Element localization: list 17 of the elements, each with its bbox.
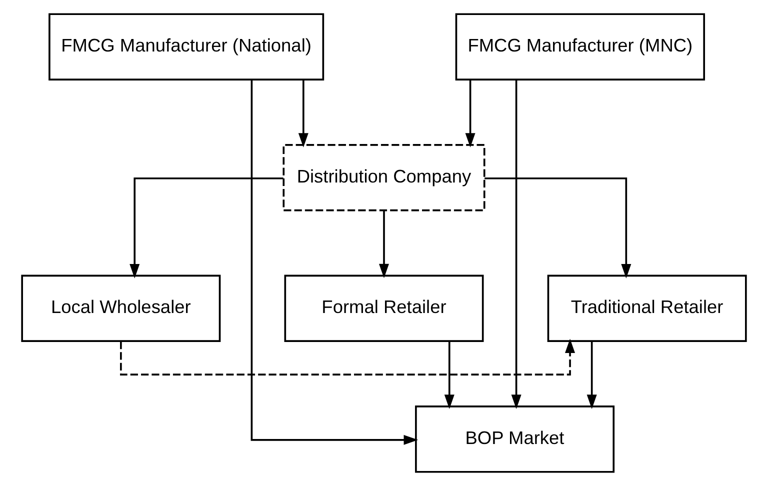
node-box: BOP Market: [415, 406, 615, 473]
arrow: [444, 341, 454, 409]
node-box: FMCG Manufacturer (MNC): [455, 13, 706, 80]
arrow: [586, 341, 597, 409]
arrow: [465, 80, 476, 148]
arrow: [484, 177, 632, 278]
node-box: Distribution Company: [282, 144, 486, 212]
node-box: Formal Retailer: [284, 274, 484, 342]
arrow: [298, 80, 308, 148]
arrow: [250, 80, 418, 445]
node-box: Local Wholesaler: [21, 274, 221, 342]
node-box: Traditional Retailer: [547, 274, 747, 342]
arrow: [378, 210, 390, 278]
arrow: [130, 177, 284, 278]
arrow: [120, 338, 576, 376]
arrow: [511, 80, 522, 409]
node-box: FMCG Manufacturer (National): [48, 13, 324, 80]
